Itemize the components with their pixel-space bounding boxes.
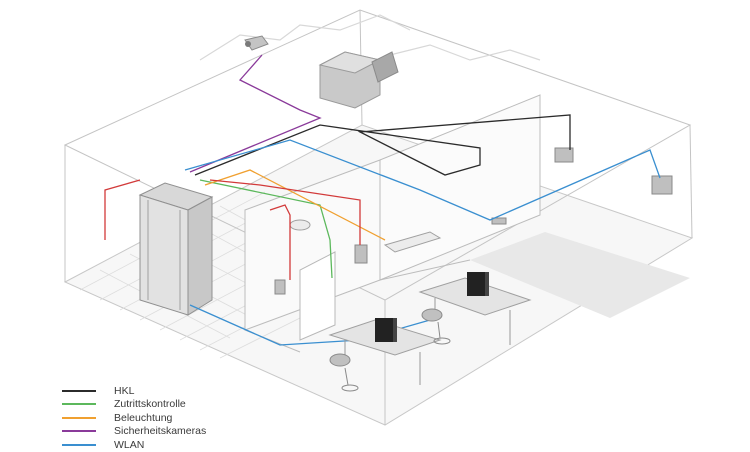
legend-swatch-security-cameras [62,430,96,433]
ceiling-lights [289,219,442,253]
wall-devices [274,147,673,295]
server-rack [138,182,214,316]
legend-label: Zutrittskontrolle [114,398,186,411]
legend-label: Sicherheitskameras [114,425,207,438]
cable-wlan [184,139,661,221]
legend-item-lighting: Beleuchtung [62,411,282,425]
office-workstation-left [328,318,442,392]
legend-swatch-wlan [62,443,96,446]
legend-item-hkl: HKL [62,384,282,398]
cables [104,54,661,346]
legend-item-wlan: WLAN [62,438,282,452]
legend-swatch-hkl [62,389,96,392]
legend-label: HKL [114,384,135,397]
door [299,251,336,341]
cable-power-3 [269,204,291,280]
office-workstation-right [418,272,532,345]
cable-access [199,179,333,279]
cable-cameras [189,54,322,173]
legend-item-access-control: Zutrittskontrolle [62,398,282,412]
office-floor-right [470,232,690,318]
cable-hkl [194,114,571,176]
hvac-unit [318,51,399,109]
legend-swatch-access-control [62,403,96,406]
cable-power [104,179,141,240]
security-camera-icon [244,35,269,51]
legend: HKL Zutrittskontrolle Beleuchtung Sicher… [62,384,282,452]
legend-item-security-cameras: Sicherheitskameras [62,425,282,439]
ceiling-contour [199,14,541,61]
cable-lighting [204,169,386,241]
legend-label: Beleuchtung [114,411,173,424]
legend-label: WLAN [114,438,145,451]
cable-power-2 [209,179,361,245]
legend-swatch-lighting [62,416,96,419]
